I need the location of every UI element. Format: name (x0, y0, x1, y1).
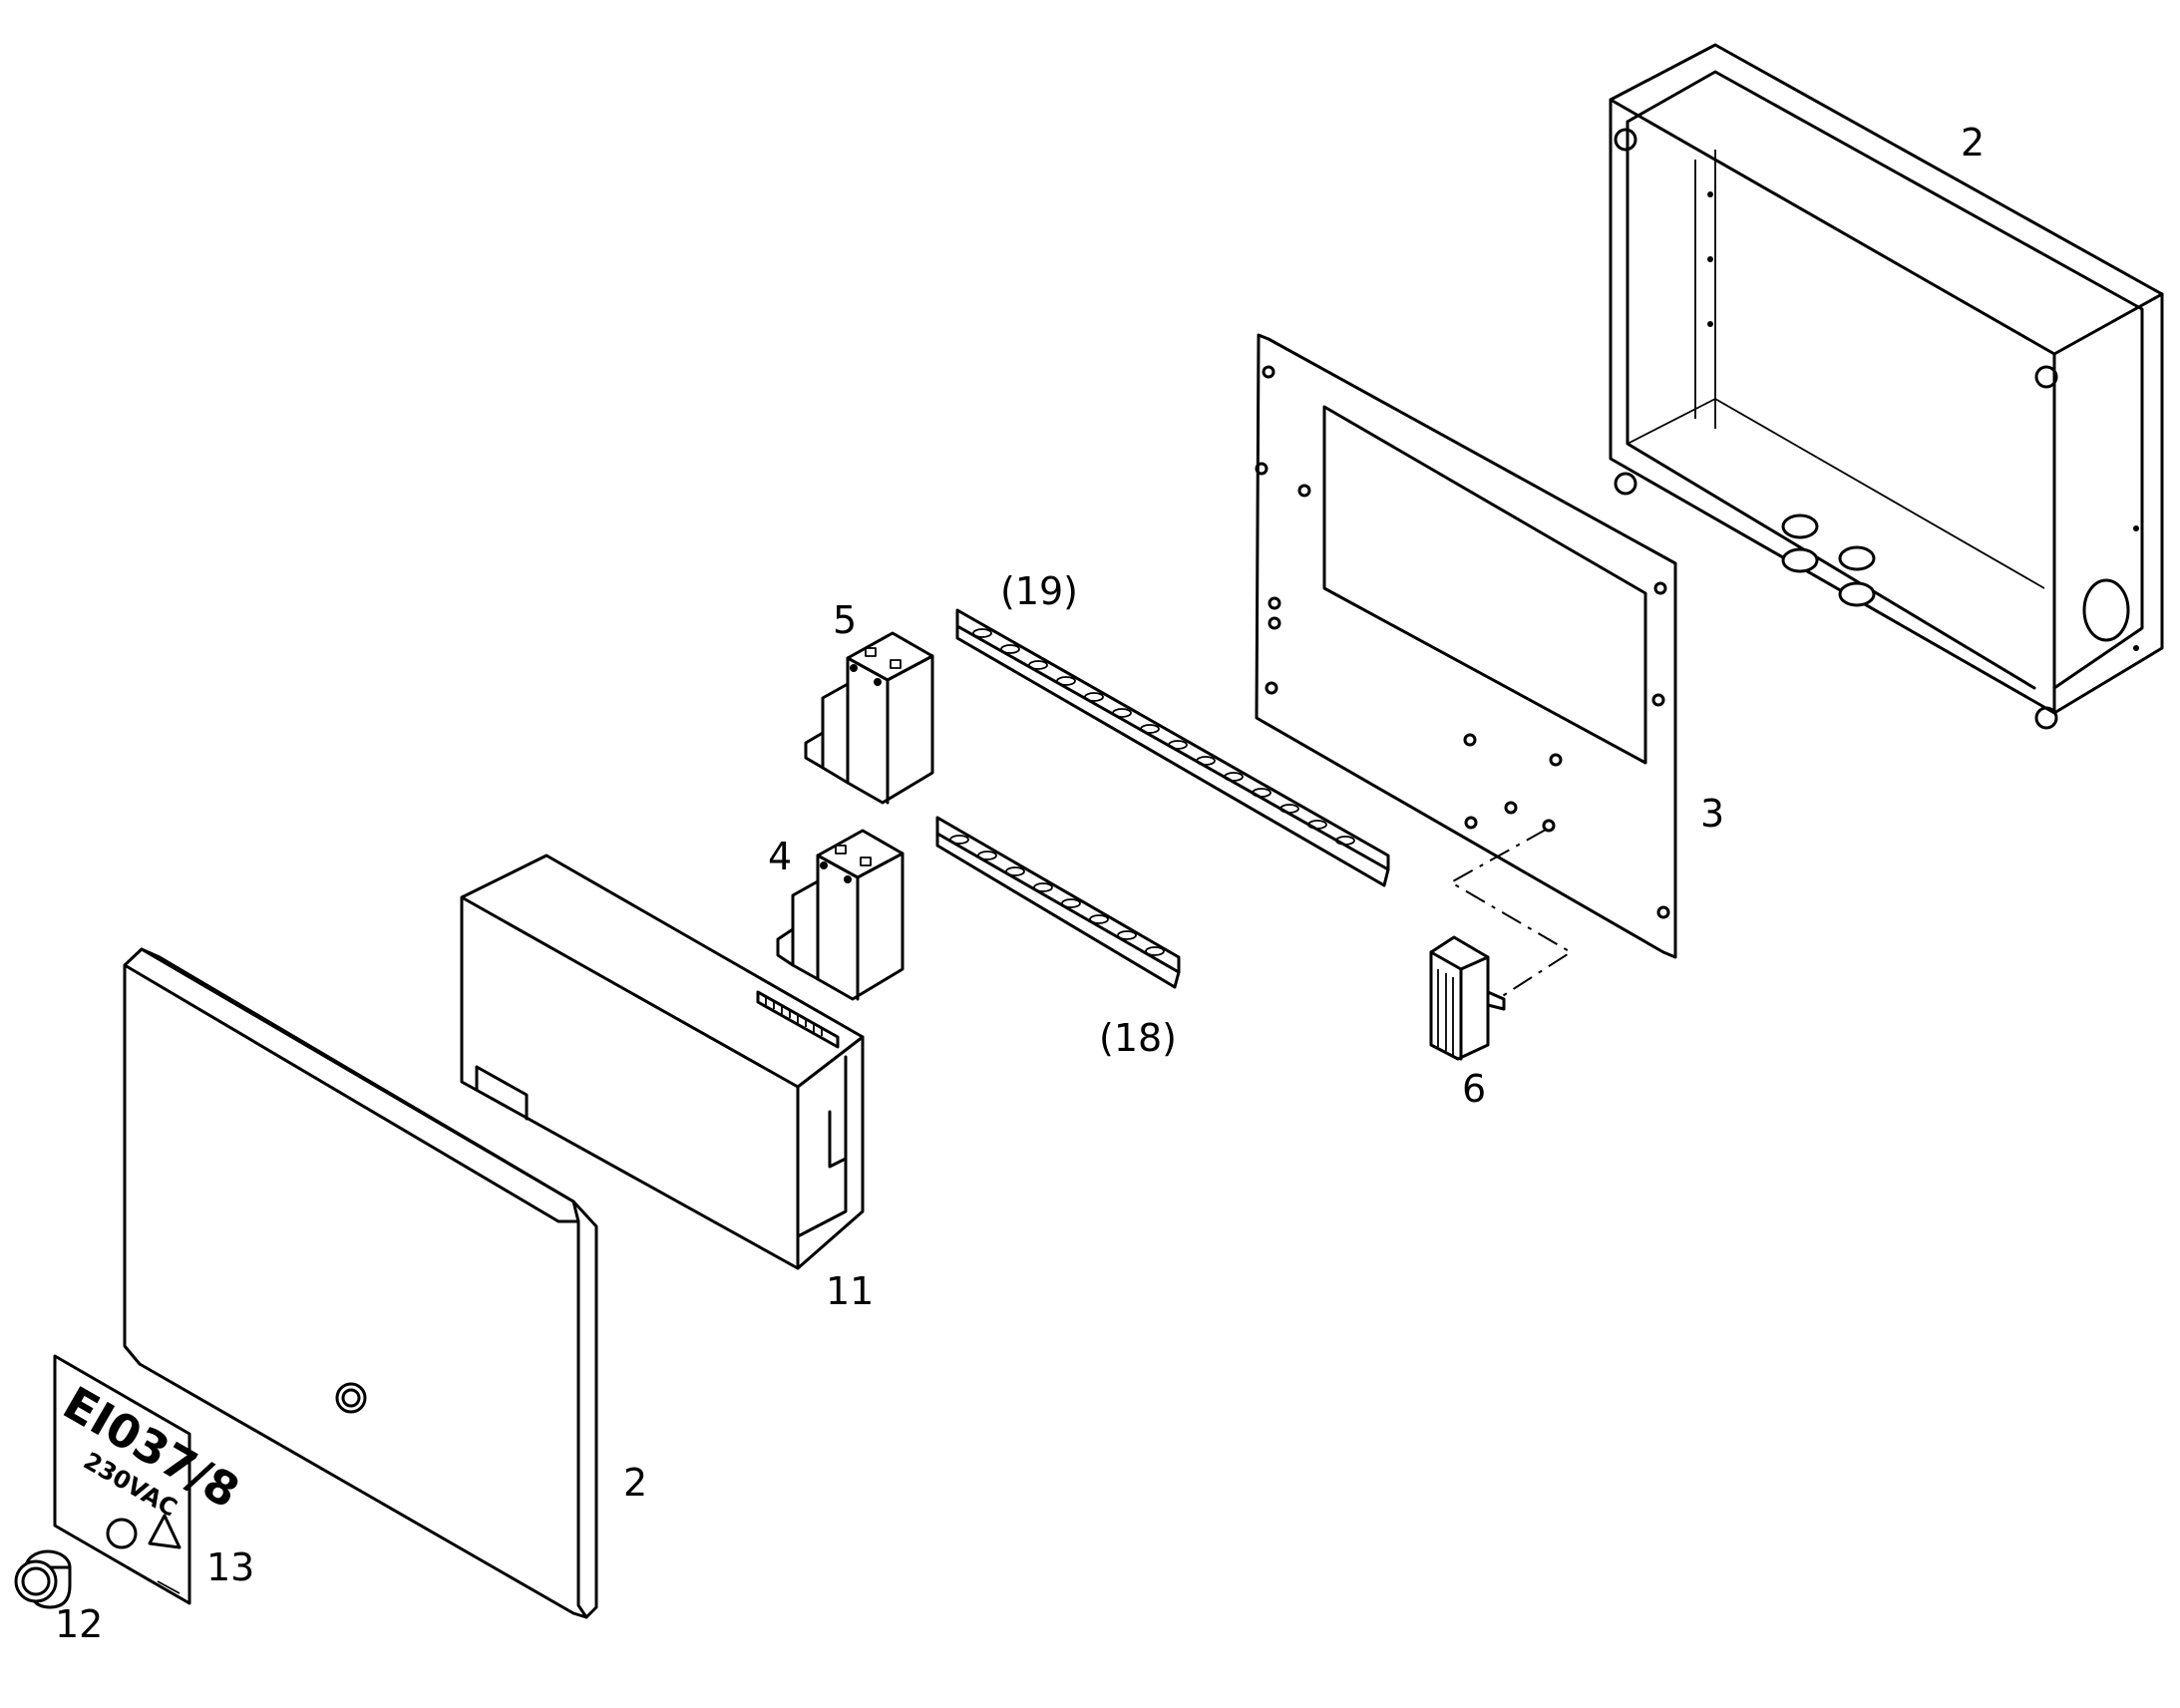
din-rail-upper (955, 608, 1390, 887)
circuit-breaker-upper (804, 631, 934, 805)
callout-breaker-lower: 4 (768, 835, 792, 878)
callout-terminal-component: 6 (1462, 1067, 1486, 1111)
mounting-plate (1255, 333, 1677, 959)
callout-mounting-plate: 3 (1700, 792, 1724, 836)
circuit-breaker-lower (776, 829, 905, 1001)
terminal-component (1429, 935, 1506, 1061)
warning-triangle-icon (148, 1514, 182, 1549)
callout-plug: 12 (55, 1602, 103, 1646)
callout-breaker-upper: 5 (833, 598, 857, 642)
plate-circle-icon (106, 1518, 138, 1549)
assembly-line (1448, 829, 1573, 998)
front-cover (123, 947, 598, 1619)
callout-enclosure-back: 2 (1961, 121, 1985, 165)
callout-name-plate: 13 (206, 1545, 254, 1589)
callout-rail-upper: (19) (1000, 569, 1078, 613)
plug-cap (14, 1549, 72, 1609)
callout-front-cover: 2 (623, 1461, 647, 1505)
enclosure-box-back (1609, 43, 2164, 730)
din-rail-lower (935, 816, 1181, 989)
control-module (460, 854, 865, 1270)
callout-control-module: 11 (826, 1269, 874, 1313)
callout-rail-lower: (18) (1099, 1016, 1177, 1060)
